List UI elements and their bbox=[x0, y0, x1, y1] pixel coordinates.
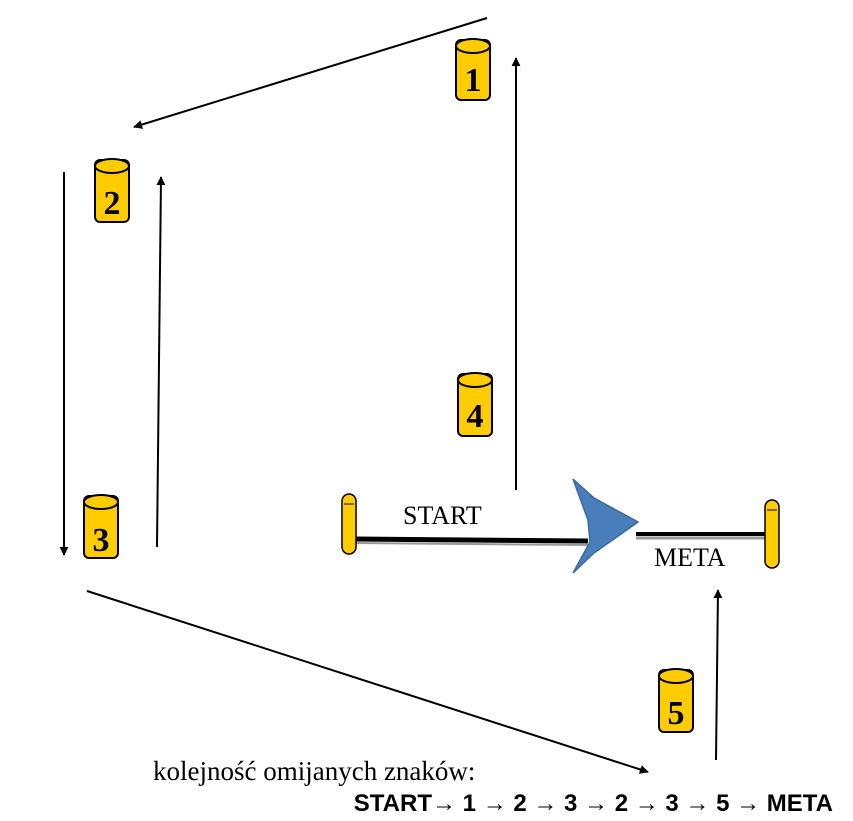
start-line-shadow bbox=[353, 542, 589, 546]
cone-5-label: 5 bbox=[668, 695, 685, 732]
cone-3-label: 3 bbox=[93, 522, 110, 559]
finish-label: META bbox=[654, 543, 726, 572]
start-line bbox=[353, 536, 589, 544]
route-arrow-3-to-5 bbox=[86, 590, 649, 774]
cone-2-label: 2 bbox=[104, 185, 121, 222]
cone-1-top bbox=[455, 38, 491, 54]
cone-2: 2 bbox=[94, 158, 130, 223]
cone-4-label: 4 bbox=[467, 398, 484, 435]
cone-3: 3 bbox=[83, 494, 119, 559]
cone-4: 4 bbox=[457, 372, 493, 437]
direction-flag bbox=[572, 478, 640, 574]
caption-text: kolejność omijanych znaków: bbox=[153, 756, 476, 786]
start-label: START bbox=[403, 501, 482, 530]
cone-2-top bbox=[94, 158, 130, 174]
route-sequence: START→ 1 → 2 → 3 → 2 → 3 → 5 → META bbox=[353, 790, 833, 817]
finish-gate: META bbox=[636, 499, 780, 572]
route-arrow-3-to-2 bbox=[156, 176, 166, 548]
cone-1: 1 bbox=[455, 38, 491, 101]
route-arrow-1-to-2 bbox=[133, 17, 488, 129]
cone-3-top bbox=[83, 494, 119, 510]
cone-1-label: 1 bbox=[465, 62, 482, 99]
cone-4-top bbox=[457, 372, 493, 388]
start-post bbox=[341, 493, 357, 555]
finish-post bbox=[764, 499, 780, 569]
route-arrow-5-to-meta bbox=[713, 589, 723, 761]
start-gate: START bbox=[341, 493, 589, 555]
cone-5-top bbox=[658, 668, 694, 684]
cone-5: 5 bbox=[658, 668, 694, 733]
